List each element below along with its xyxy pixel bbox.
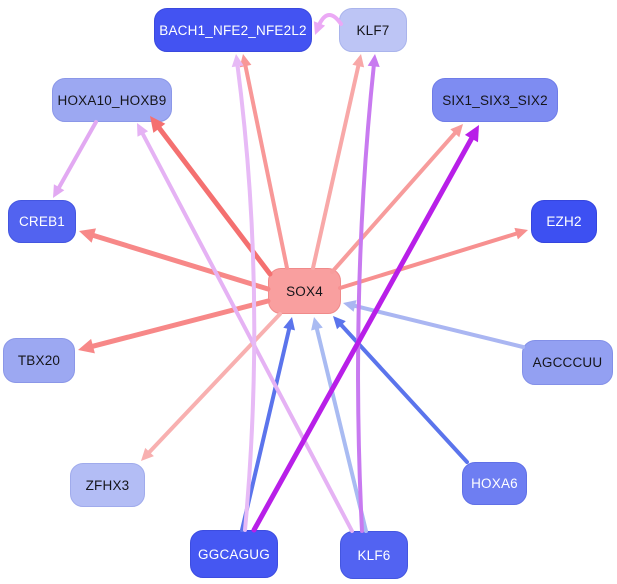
edge-SOX4-KLF7 <box>311 54 365 270</box>
node-ggcagug[interactable]: GGCAGUG <box>190 530 278 578</box>
edge-HOXA6-SOX4 <box>333 316 469 464</box>
edge-KLF6-SOX4 <box>311 317 368 533</box>
edge-SOX4-HOXA10_HOXB9 <box>150 116 273 277</box>
node-hoxa10-hoxb9[interactable]: HOXA10_HOXB9 <box>52 78 172 122</box>
node-bach1-nfe2-nfe2l2[interactable]: BACH1_NFE2_NFE2L2 <box>154 8 312 52</box>
node-six1-six3-six2[interactable]: SIX1_SIX3_SIX2 <box>432 78 558 122</box>
node-hoxa6[interactable]: HOXA6 <box>462 462 527 505</box>
node-klf7[interactable]: KLF7 <box>339 8 407 52</box>
edge-SOX4-BACH1_NFE2_NFE2L2 <box>239 54 289 270</box>
node-tbx20[interactable]: TBX20 <box>3 338 75 383</box>
node-sox4-center[interactable]: SOX4 <box>268 268 341 314</box>
edge-GGCAGUG-SIX1_SIX3_SIX2 <box>251 125 479 533</box>
node-zfhx3[interactable]: ZFHX3 <box>70 463 145 507</box>
edge-AGCCCUU-SOX4 <box>343 300 525 349</box>
edge-KLF6-HOXA10_HOXB9 <box>137 123 354 533</box>
node-agcccuu[interactable]: AGCCCUU <box>522 340 613 385</box>
edge-SOX4-ZFHX3 <box>141 312 282 461</box>
edge-SOX4-SIX1_SIX3_SIX2 <box>330 124 463 274</box>
edge-HOXA10_HOXB9-CREB1 <box>53 120 98 198</box>
edge-SOX4-EZH2 <box>338 227 528 290</box>
node-ezh2[interactable]: EZH2 <box>531 200 597 243</box>
node-creb1[interactable]: CREB1 <box>8 200 76 243</box>
edge-SOX4-CREB1 <box>79 228 271 292</box>
edge-KLF6-KLF7 <box>356 54 380 533</box>
edge-KLF7-BACH1_NFE2_NFE2L2 <box>313 13 343 35</box>
edge-GGCAGUG-BACH1_NFE2_NFE2L2 <box>231 54 257 532</box>
edge-GGCAGUG-SOX4 <box>240 317 295 532</box>
edge-SOX4-TBX20 <box>78 298 271 354</box>
node-klf6[interactable]: KLF6 <box>340 531 408 579</box>
